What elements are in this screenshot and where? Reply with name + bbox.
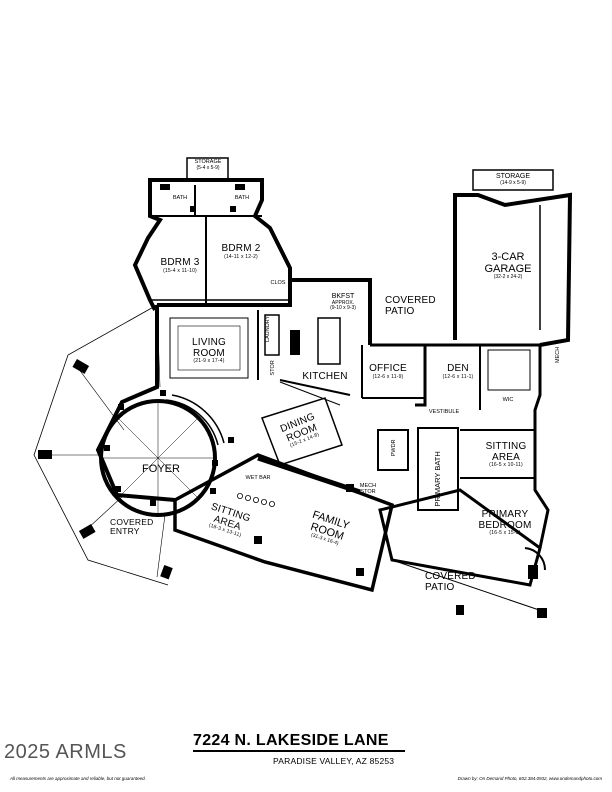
room-label-kitchen: KITCHEN: [302, 371, 348, 382]
room-label-den: DEN (12-6 x 11-1): [438, 363, 478, 380]
room-label-covered-entry: COVERED ENTRY: [110, 517, 154, 536]
room-label-sitting-right: SITTING AREA (16-5 x 10-11): [478, 441, 534, 468]
room-dim: (15-4 x 11-10): [163, 267, 197, 274]
patio-post-icon: [72, 359, 90, 374]
room-label-bath-left: BATH: [172, 195, 188, 201]
room-name: 3-CAR GARAGE: [484, 251, 532, 275]
room-label-covered-patio-bottom: COVERED PATIO: [425, 571, 476, 593]
family-room-outline: [173, 453, 395, 593]
room-name: DEN: [447, 363, 469, 374]
room-label-foyer: FOYER: [142, 463, 180, 475]
room-label-storage-garage: STORAGE (14-9 x 5-9): [480, 173, 546, 186]
room-dim: (12-6 x 11-9): [372, 373, 404, 380]
bedroom-wing-outline: [132, 178, 208, 311]
footer-disclaimer: All measurements are approximate and rel…: [10, 776, 146, 781]
room-sub: APPROX.: [331, 299, 355, 306]
room-dim: (32-2 x 24-2): [493, 274, 523, 281]
room-label-bdrm2: BDRM 2 (14-11 x 12-2): [215, 243, 267, 260]
room-label-bdrm3: BDRM 3 (15-4 x 11-10): [155, 257, 205, 274]
room-name: OFFICE: [369, 363, 407, 374]
room-label-stor-small: STOR: [270, 360, 277, 376]
room-dim: (5-4 x 5-9): [196, 164, 220, 171]
room-name: SITTING AREA: [485, 441, 527, 463]
storage-top-outline: [186, 157, 229, 180]
room-name: BKFST: [331, 293, 355, 300]
room-dim: (14-9 x 5-9): [500, 179, 526, 186]
room-name: BDRM 2: [221, 243, 261, 254]
property-city: PARADISE VALLEY, AZ 85253: [273, 756, 395, 766]
room-dim: (9-10 x 9-3): [330, 305, 356, 312]
room-label-mech-right: MECH: [555, 346, 562, 363]
room-label-office: OFFICE (12-6 x 11-9): [368, 363, 408, 380]
room-name: STORAGE: [495, 173, 531, 180]
address-underline: [193, 750, 405, 752]
room-label-laundry: LAUNDRY: [265, 315, 272, 342]
covered-entry-outline: [33, 304, 169, 586]
room-label-clos: CLOS: [270, 280, 286, 286]
room-label-vestibule: VESTIBULE: [428, 409, 460, 415]
room-label-garage: 3-CAR GARAGE (32-2 x 24-2): [478, 251, 538, 281]
room-dim: (16-5 x 10-11): [489, 462, 523, 468]
room-label-bath-right: BATH: [234, 195, 250, 201]
room-label-wic: WIC: [502, 397, 514, 403]
room-name: LIVING ROOM: [192, 337, 226, 359]
room-label-primary-bath: PRIMARY BATH: [433, 451, 443, 507]
room-label-pwdr: PWDR: [391, 439, 398, 457]
property-address: 7224 N. LAKESIDE LANE: [193, 732, 389, 749]
bar-stool-icon: [236, 492, 243, 499]
dining-outline: [261, 397, 343, 466]
room-label-living: LIVING ROOM (21-9 x 17-4): [180, 337, 238, 364]
footer-credit: Drawn by: On Demand Photo, 602.384.0932,…: [457, 776, 602, 781]
room-name: BDRM 3: [160, 257, 200, 268]
room-dim: (14-11 x 12-2): [224, 253, 258, 260]
room-dim: (21-9 x 17-4): [193, 358, 225, 364]
garage-outline: [453, 192, 573, 347]
watermark: 2025 ARMLS: [4, 741, 127, 763]
room-dim: (12-6 x 11-1): [442, 373, 474, 380]
bath-fixtures: [160, 184, 170, 190]
room-label-covered-patio-top: COVERED PATIO: [385, 295, 436, 317]
room-label-primary-bedroom: PRIMARY BEDROOM (16-5 x 15-5): [472, 509, 538, 536]
room-label-storage-top: STORAGE (5-4 x 5-9): [190, 159, 226, 171]
room-name: STORAGE: [194, 159, 222, 165]
room-dim: (16-5 x 15-5): [489, 530, 521, 536]
room-label-wet-bar: WET BAR: [245, 475, 271, 481]
room-label-bkfst: BKFST APPROX. (9-10 x 9-3): [325, 293, 361, 311]
room-label-mech-stor: MECH STOR: [359, 483, 377, 495]
room-name: PRIMARY BEDROOM: [478, 509, 532, 531]
